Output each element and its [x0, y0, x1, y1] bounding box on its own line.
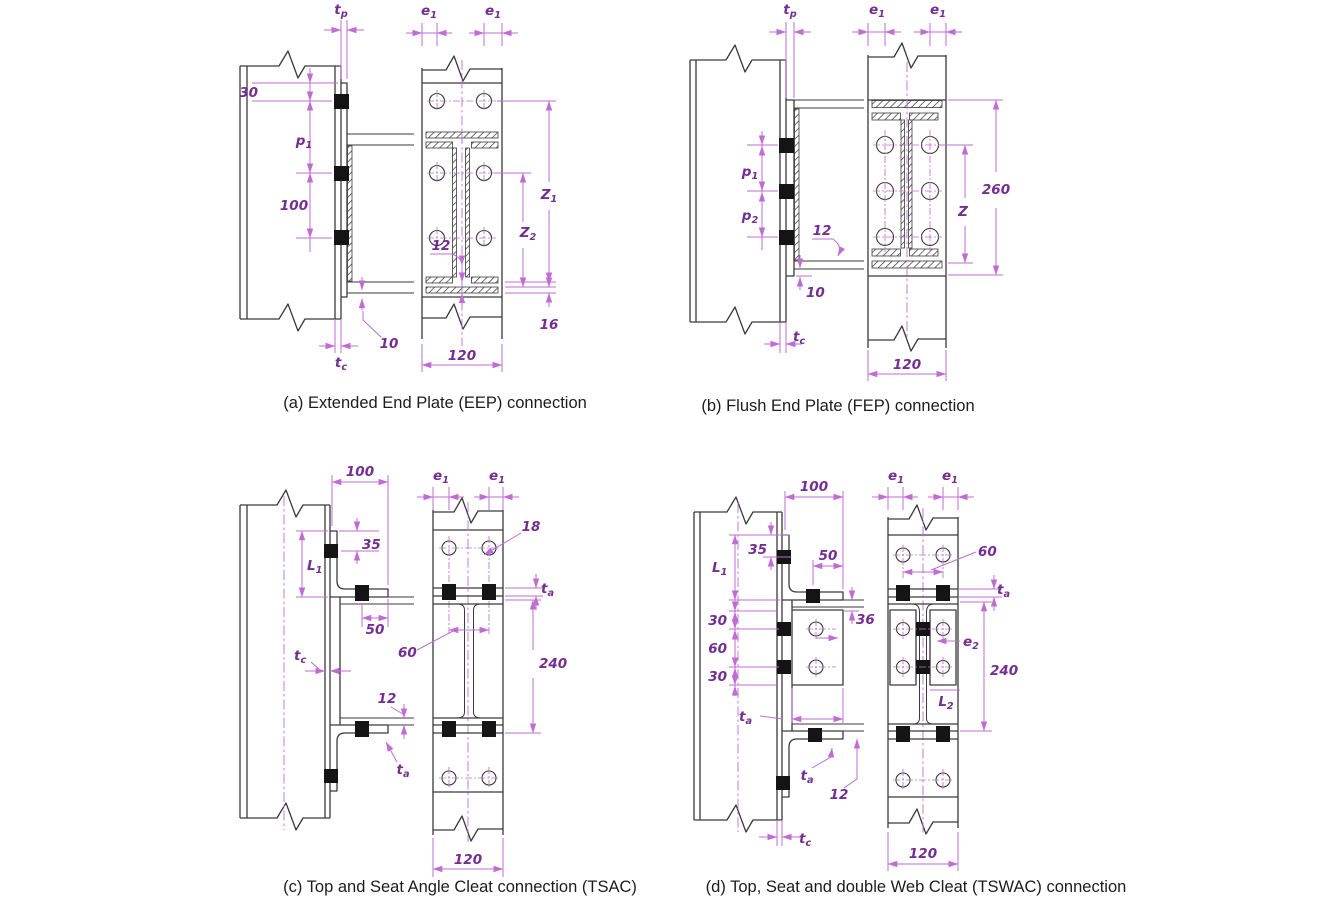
dim-label-ta-seat: ta [396, 762, 409, 780]
dim-label-120: 120 [893, 357, 921, 373]
bolts-side-view [776, 550, 822, 790]
column-side-view [239, 489, 331, 831]
dim-label-z1: Z1 [540, 187, 558, 205]
dim-label-60: 60 [398, 645, 417, 661]
dim-label-tc: tc [335, 355, 347, 373]
dim-label-10: 10 [380, 336, 399, 352]
dim-label-240: 240 [990, 663, 1018, 679]
dim-label-tc: tc [294, 648, 306, 666]
panel-b-fep-drawing: tp e1 e1 p1 p2 12 10 tc 260 [689, 2, 1010, 381]
dim-label-100: 100 [346, 464, 374, 480]
bolts-side-view [779, 138, 794, 245]
weld-hatch-side [794, 108, 800, 261]
dim-label-p1: p1 [741, 164, 758, 182]
dim-label-35: 35 [362, 537, 381, 553]
column-side-view [693, 496, 783, 833]
dim-label-120: 120 [448, 348, 476, 364]
caption-panel-a: (a) Extended End Plate (EEP) connection [283, 394, 587, 412]
dim-label-L1: L1 [307, 558, 322, 576]
dim-label-35: 35 [748, 542, 767, 558]
beam-side-view [794, 99, 864, 270]
dim-label-12: 12 [830, 787, 849, 803]
column-side-view [239, 50, 342, 332]
dim-label-e1-left: e1 [869, 2, 885, 20]
dim-label-p2: p2 [741, 208, 759, 226]
front-view-column-flange [887, 504, 959, 836]
weld-hatch-side [347, 145, 353, 282]
dim-label-12: 12 [432, 238, 451, 254]
column-side-view [689, 44, 787, 335]
front-view-end-plate [421, 55, 503, 346]
dim-label-tp: tp [783, 2, 796, 20]
dim-label-260: 260 [982, 182, 1010, 198]
dim-label-16: 16 [540, 317, 559, 333]
caption-panel-c: (c) Top and Seat Angle Cleat connection … [283, 878, 637, 896]
dim-label-L1: L1 [712, 560, 727, 578]
beam-side-view [791, 599, 864, 732]
panel-d-tswac-drawing: 100 e1 e1 35 L1 50 30 60 30 [693, 468, 1018, 871]
dimensions-panel-a: tp e1 e1 30 p1 100 12 10 tc [239, 2, 558, 373]
beam-side-view [339, 596, 414, 726]
dim-label-100: 100 [800, 479, 828, 495]
caption-panel-d: (d) Top, Seat and double Web Cleat (TSWA… [705, 878, 1127, 896]
dim-label-30: 30 [239, 85, 258, 101]
dimensions-panel-d: 100 e1 e1 35 L1 50 30 60 30 [708, 468, 1018, 871]
panel-a-eep-drawing: tp e1 e1 30 p1 100 12 10 tc [239, 2, 558, 373]
dim-label-ta-seat: ta [800, 768, 813, 786]
dim-label-50: 50 [366, 622, 385, 638]
dim-label-ta: ta [541, 581, 554, 599]
dim-label-50: 50 [819, 548, 838, 564]
dim-label-tc: tc [799, 831, 811, 849]
dim-label-tp: tp [334, 2, 347, 20]
dim-label-120: 120 [909, 846, 937, 862]
dim-label-12: 12 [378, 691, 397, 707]
dim-label-e1-right: e1 [485, 3, 501, 21]
dim-label-18: 18 [522, 519, 541, 535]
dim-label-e2: e2 [963, 634, 979, 652]
dim-label-e1-left: e1 [421, 3, 437, 21]
dimensions-panel-c: 100 e1 e1 35 L1 50 tc 60 12 ta 18 [294, 464, 567, 877]
dim-label-ta-web: ta [739, 709, 752, 727]
dim-label-z2: Z2 [519, 225, 537, 243]
dim-label-60-gauge: 60 [978, 544, 997, 560]
beam-side-view [347, 133, 414, 294]
dim-label-100: 100 [280, 198, 308, 214]
dim-label-L2: L2 [938, 694, 954, 712]
front-view-column-flange [432, 497, 504, 842]
dim-label-30-top: 30 [708, 613, 727, 629]
front-view-end-plate [867, 42, 947, 352]
dim-label-e1-left: e1 [888, 468, 904, 486]
dim-label-ta: ta [997, 582, 1010, 600]
dim-label-120: 120 [454, 852, 482, 868]
end-plate-side-view [341, 82, 348, 298]
caption-panel-b: (b) Flush End Plate (FEP) connection [701, 397, 975, 415]
dim-label-e1-right: e1 [489, 468, 505, 486]
dim-label-tc: tc [793, 329, 805, 347]
dim-label-36: 36 [856, 612, 875, 628]
bolts-side-view [334, 94, 349, 245]
dim-label-e1-right: e1 [930, 2, 946, 20]
dim-label-240: 240 [539, 656, 567, 672]
dim-label-e1-left: e1 [433, 468, 449, 486]
dim-label-12: 12 [813, 223, 832, 239]
dim-label-60-pitch: 60 [708, 641, 727, 657]
web-cleat-side [792, 609, 844, 686]
dim-label-10: 10 [806, 285, 825, 301]
dim-label-30-bottom: 30 [708, 669, 727, 685]
bolts-side-view [324, 544, 369, 783]
panel-c-tsac-drawing: 100 e1 e1 35 L1 50 tc 60 12 ta 18 [239, 464, 567, 877]
dim-label-e1-right: e1 [942, 468, 958, 486]
dim-label-z: Z [957, 204, 968, 220]
